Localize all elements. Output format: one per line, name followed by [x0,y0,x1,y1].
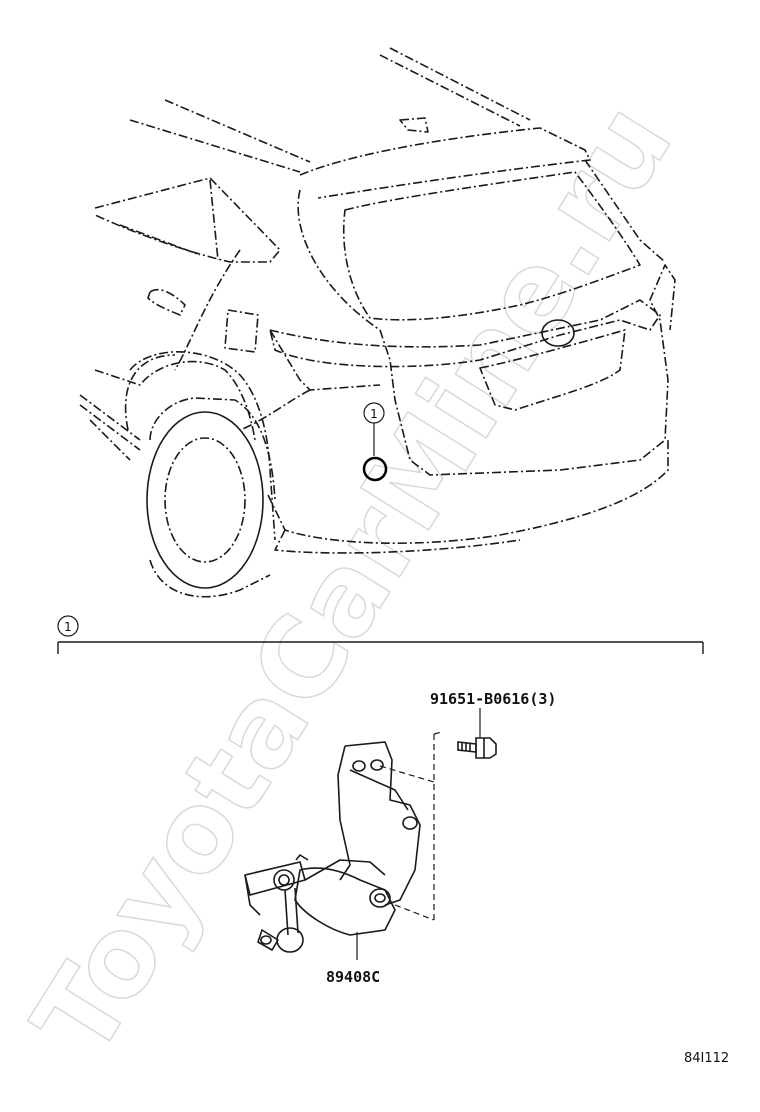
figure-code: 84I112 [684,1051,729,1066]
watermark: ToyotaCarMine.ru [8,81,698,1078]
height-sensor-icon [244,741,421,953]
callout-1: 1 [362,402,388,482]
svg-text:1: 1 [64,620,72,634]
vehicle-rear-illustration [79,47,676,598]
bolt-part-label: 91651-B0616(3) [430,690,556,708]
assembly-guide-lines [379,731,443,922]
bolt-icon [457,737,497,759]
section-header: 1 [57,615,704,654]
svg-text:ToyotaCarMine.ru: ToyotaCarMine.ru [9,82,697,1077]
sensor-part-label: 89408C [326,968,380,986]
sensor-location-marker [362,456,388,482]
svg-text:1: 1 [370,407,378,421]
